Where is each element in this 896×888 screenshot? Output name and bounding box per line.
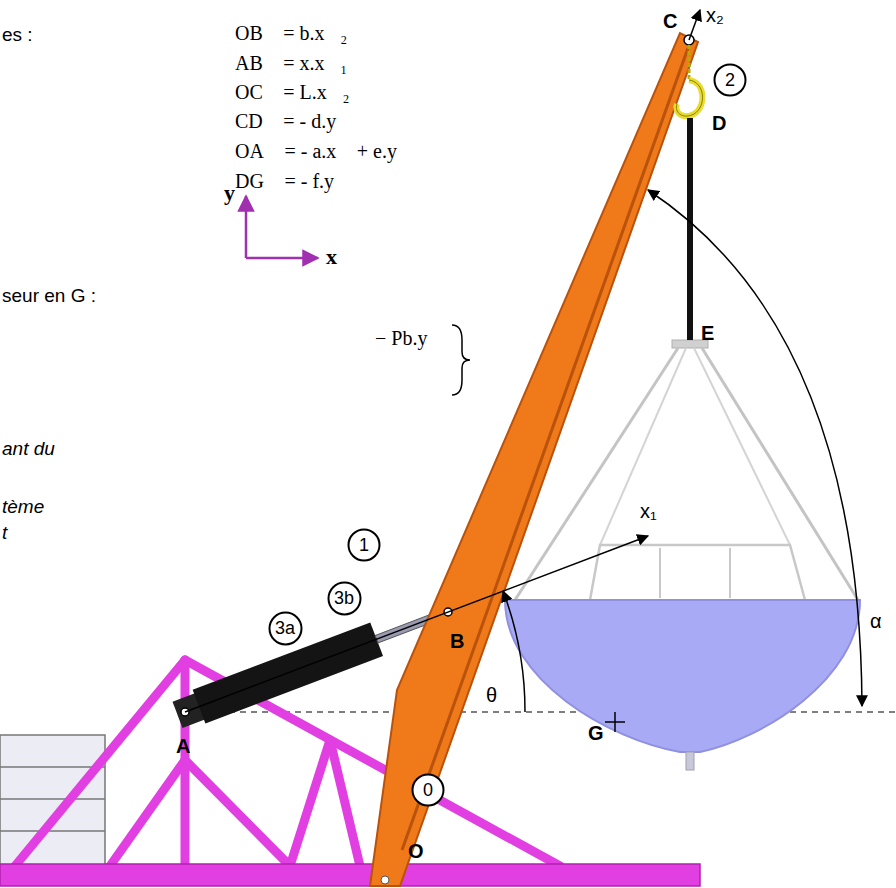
callout-circle: 2 [713, 63, 747, 97]
counterweight-line [0, 766, 105, 768]
alpha-arc [648, 190, 862, 706]
point-label: E [701, 322, 714, 345]
counterweight [0, 735, 105, 866]
truss-member [290, 740, 330, 866]
vector-equation: DG⃗ = - f.y⃗ [235, 170, 350, 193]
vector-equation: OC⃗ = L.x⃗₂ [235, 81, 349, 104]
callout-circle-shape [328, 582, 360, 614]
lifting-rod [687, 118, 693, 340]
callout-circle: 1 [347, 528, 381, 562]
cabin-window [659, 548, 661, 598]
axis-label: x⃗ [326, 244, 354, 269]
vector-equation: OA⃗ = - a.x⃗ + e.y⃗ [235, 140, 413, 163]
angle-label: θ [486, 684, 497, 707]
callout-number: 3a [275, 618, 295, 639]
hook [676, 80, 702, 116]
callout-circle: 3b [327, 581, 362, 616]
point-label: G [588, 722, 604, 745]
sling-line [694, 348, 790, 545]
vector-equation: OB⃗ = b.x⃗₂ [235, 22, 347, 45]
callout-circle: 3a [268, 611, 303, 646]
counterweight-line [0, 798, 105, 800]
text-fragment: t [2, 522, 7, 544]
text-fragment: ant du [2, 438, 55, 460]
point-label: C [663, 10, 677, 33]
centre-of-gravity [614, 712, 616, 732]
boat-keel [686, 752, 694, 770]
axis-label: y⃗ [224, 180, 252, 205]
callout-number: 3b [334, 588, 354, 609]
callout-number: 1 [359, 535, 369, 556]
angle-label: α [870, 610, 882, 633]
truss-member [185, 760, 290, 866]
callout-number: 0 [423, 780, 433, 801]
axis-label: x₁ [640, 500, 657, 523]
point-label: O [408, 840, 424, 863]
point-label: A [176, 735, 190, 758]
callout-number: 2 [725, 70, 735, 91]
text-fragment: seur en G : [2, 285, 96, 307]
hook-chain [688, 45, 691, 80]
callout-circle-shape [715, 65, 746, 96]
sling-line [702, 348, 858, 600]
text-fragment: tème [2, 496, 44, 518]
boom-edge [402, 48, 688, 850]
boat-hull [505, 600, 860, 752]
truss-member [330, 740, 360, 866]
torsor-term: − Pb.y⃗ [375, 327, 443, 350]
vector-equation: CD⃗ = - d.y⃗ [235, 110, 352, 133]
callout-circle-shape [269, 612, 301, 644]
axis-label: x₂ [706, 4, 724, 27]
pin-o [381, 876, 389, 884]
counterweight-line [0, 830, 105, 832]
point-label: D [712, 112, 726, 135]
x2-axis [689, 10, 700, 40]
theta-arc [503, 591, 525, 712]
cabin-window [729, 548, 731, 598]
heading-fragment: es : [2, 24, 33, 46]
truss-member [15, 660, 185, 866]
x-axis-arrow [246, 257, 318, 260]
callout-circle-shape [413, 775, 444, 806]
boom [370, 33, 698, 886]
truss-member [110, 760, 185, 866]
callout-circle: 0 [411, 773, 445, 807]
sling-line [600, 348, 686, 545]
hook-outline [676, 80, 702, 116]
torsor-brace [452, 325, 470, 395]
callout-circle-shape [349, 530, 380, 561]
x1-axis [185, 536, 648, 712]
point-label: B [450, 630, 464, 653]
boat-cabin [590, 545, 805, 600]
vector-equation: AB⃗ = x.x⃗₁ [235, 52, 347, 75]
frame-base [0, 864, 700, 886]
y-axis-arrow [245, 196, 248, 258]
